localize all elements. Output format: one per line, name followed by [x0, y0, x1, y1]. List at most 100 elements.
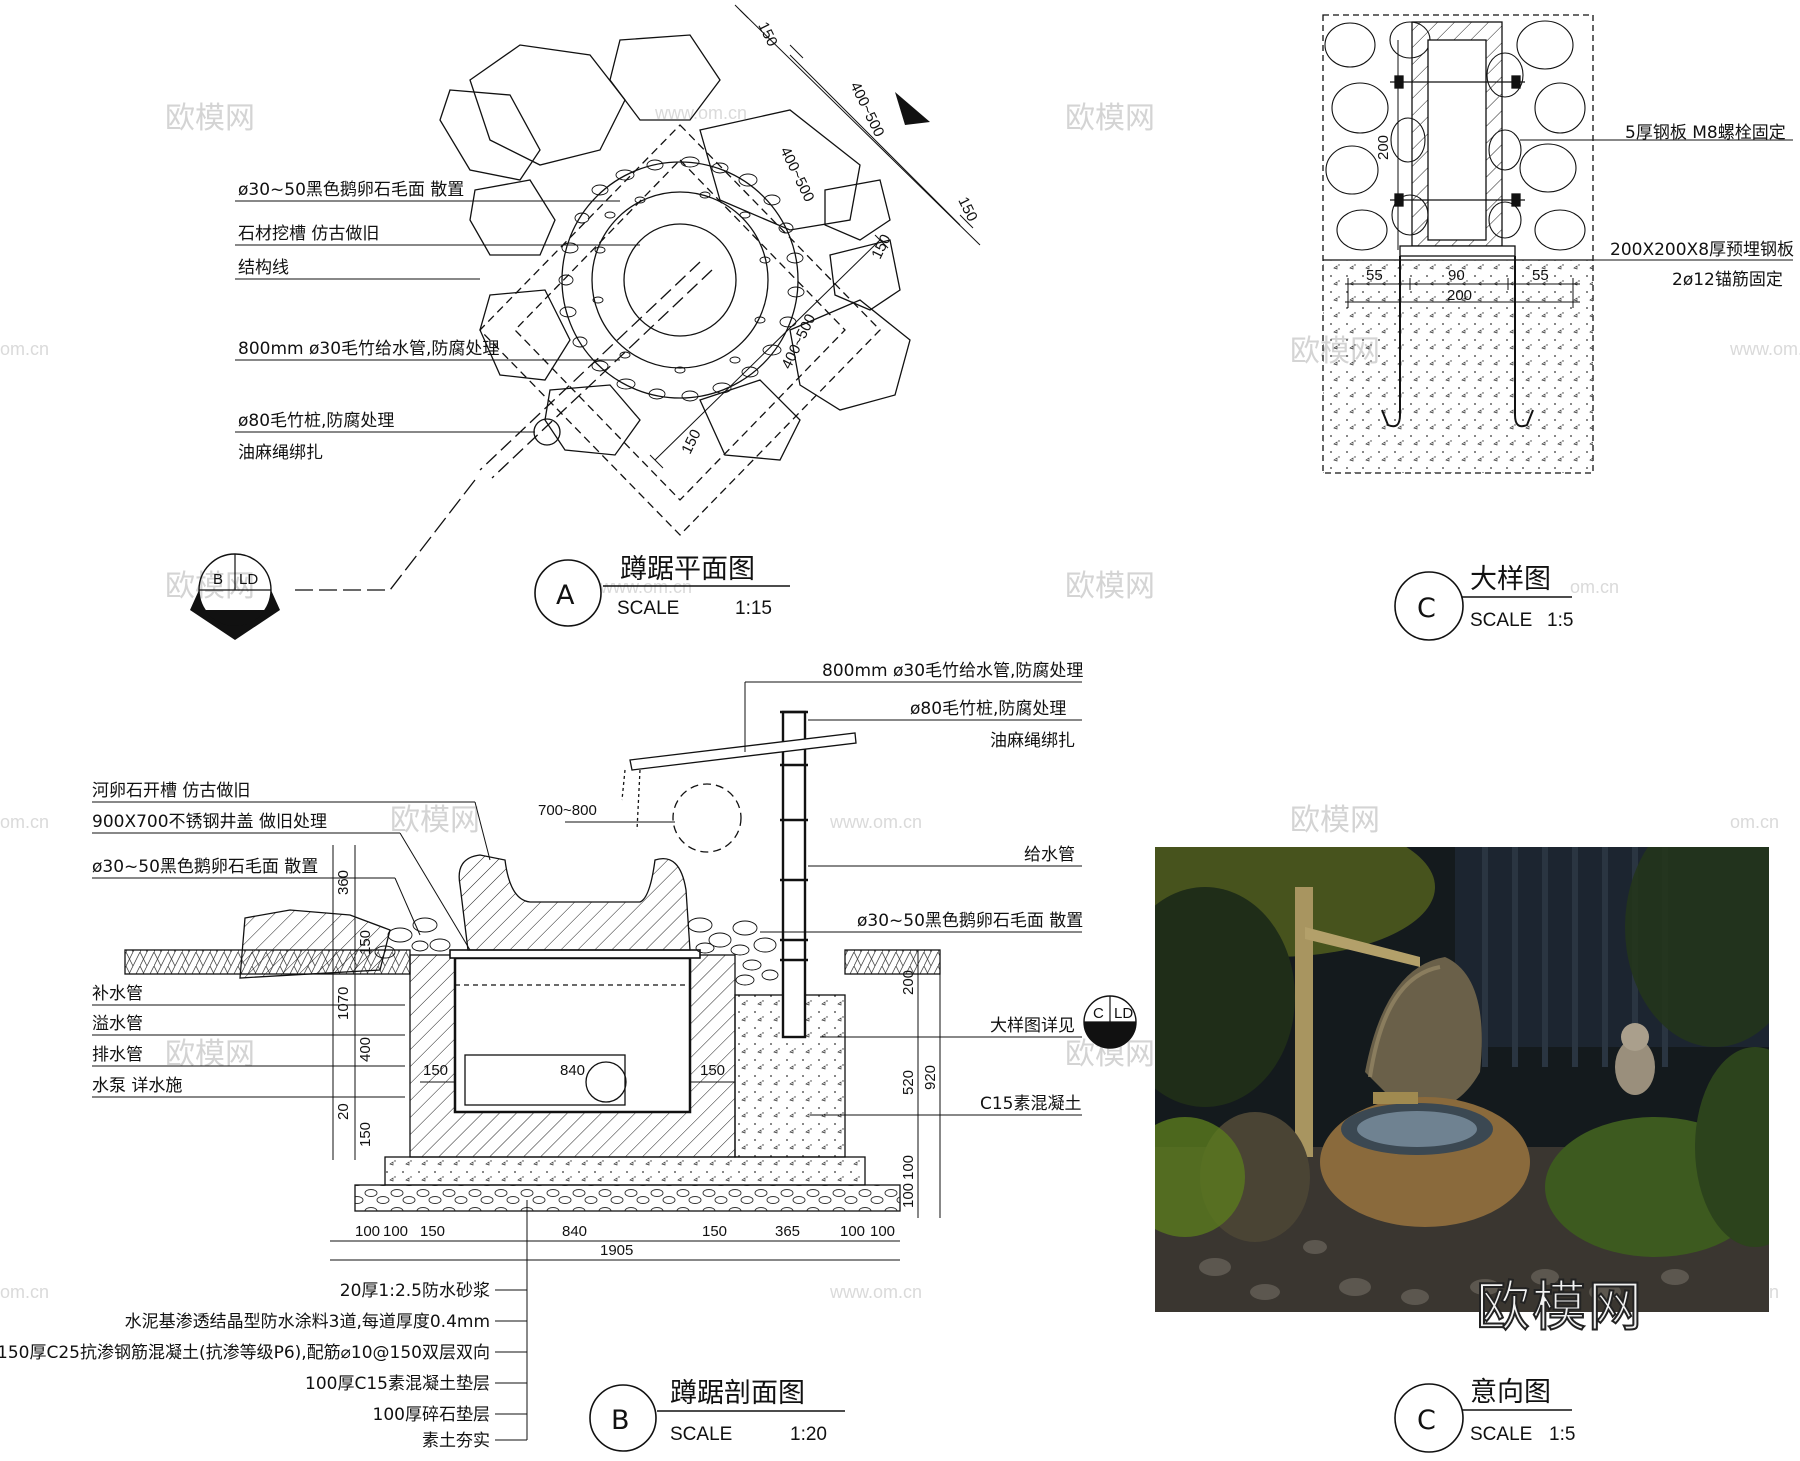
manhole-cover	[449, 949, 701, 959]
section-dimension-lines	[330, 821, 941, 1261]
label-hemp-rope: 油麻绳绑扎	[238, 443, 323, 463]
svg-text:SCALE: SCALE	[670, 1424, 732, 1445]
boulder	[699, 109, 861, 231]
label-bamboo-pipe: 800mm ø30毛竹给水管,防腐处理	[822, 661, 1083, 681]
title-c-photo: C 意向图 SCALE 1:5	[1394, 1377, 1575, 1453]
label-bamboo-pipe: 800mm ø30毛竹给水管,防腐处理	[238, 339, 499, 359]
svg-text:400~500: 400~500	[846, 79, 887, 139]
svg-text:150: 150	[754, 19, 780, 49]
anchor-bar	[1381, 256, 1401, 428]
embedded-plate	[1399, 245, 1516, 257]
svg-text:150: 150	[678, 427, 704, 457]
svg-text:B: B	[611, 1405, 630, 1436]
label-anchor: 2ø12锚筋固定	[1672, 270, 1783, 290]
title-c-detail: C 大样图 SCALE 1:5	[1394, 564, 1573, 641]
svg-text:蹲踞平面图: 蹲踞平面图	[620, 554, 755, 585]
watermark-site-short: om.cn	[1730, 812, 1779, 832]
boulder	[824, 179, 891, 241]
watermark-site: www.om.cn	[654, 103, 747, 123]
svg-text:400~500: 400~500	[778, 311, 819, 371]
label-manhole-cover: 900X700不锈钢井盖 做旧处理	[92, 812, 327, 832]
boulder	[544, 384, 641, 456]
watermark-logo: 欧模网	[165, 1037, 255, 1072]
rock-left	[239, 909, 391, 979]
svg-text:C: C	[1417, 1405, 1436, 1436]
watermarks: 欧模网 欧模网 欧模网 欧模网 欧模网 欧模网 欧模网 欧模网 欧模网 www.…	[0, 101, 1800, 1302]
svg-text:SCALE: SCALE	[617, 598, 679, 619]
svg-text:水泥基渗透结晶型防水涂料3道,每道厚度0.4mm: 水泥基渗透结晶型防水涂料3道,每道厚度0.4mm	[125, 1312, 490, 1332]
svg-text:1070: 1070	[335, 987, 352, 1020]
c15-cushion	[384, 1156, 866, 1186]
svg-text:700~800: 700~800	[538, 802, 597, 819]
svg-text:1:5: 1:5	[1549, 1424, 1575, 1445]
photo-illustration	[1155, 847, 1769, 1312]
title-b: B 蹲踞剖面图 SCALE 1:20	[589, 1378, 845, 1452]
watermark-site: www.om.cn	[829, 812, 922, 832]
watermark-logo: 欧模网	[165, 569, 255, 604]
label-c15-concrete: C15素混凝土	[980, 1094, 1082, 1114]
section-b-layer-labels: 20厚1:2.5防水砂浆 水泥基渗透结晶型防水涂料3道,每道厚度0.4mm 15…	[0, 1281, 490, 1451]
watermark-site: www.om.cn	[829, 1282, 922, 1302]
svg-text:大样图: 大样图	[1470, 564, 1551, 595]
gravel-layer	[354, 1184, 901, 1212]
dimension-lines	[649, 4, 981, 469]
svg-text:100: 100	[900, 1155, 917, 1180]
drain-pipe	[464, 1054, 626, 1106]
section-marker-b: B LD	[190, 553, 280, 640]
svg-text:100: 100	[900, 1183, 917, 1208]
label-bamboo-post: ø80毛竹桩,防腐处理	[238, 411, 394, 431]
svg-text:SCALE: SCALE	[1470, 1424, 1532, 1445]
svg-text:840: 840	[560, 1062, 585, 1079]
stones	[1324, 20, 1586, 251]
label-supply-pipe: 补水管	[92, 984, 143, 1004]
svg-text:100: 100	[840, 1223, 865, 1240]
svg-text:1:15: 1:15	[735, 598, 772, 619]
boulder	[609, 34, 721, 121]
svg-text:365: 365	[775, 1223, 800, 1240]
svg-text:100厚C15素混凝土垫层: 100厚C15素混凝土垫层	[305, 1374, 490, 1394]
label-cobbles: ø30~50黑色鹅卵石毛面 散置	[92, 857, 318, 877]
svg-text:素土夯实: 素土夯实	[422, 1431, 490, 1451]
svg-text:360: 360	[335, 870, 352, 895]
detail-c	[1322, 14, 1793, 474]
label-cobbles-right: ø30~50黑色鹅卵石毛面 散置	[857, 911, 1083, 931]
svg-text:400: 400	[357, 1037, 374, 1062]
plan-a-dim-text: 150 400~500 400~500 150 150 400~500 150	[678, 19, 980, 456]
svg-text:90: 90	[1448, 267, 1465, 284]
svg-text:150: 150	[423, 1062, 448, 1079]
svg-text:LD: LD	[239, 571, 258, 588]
label-stone-groove: 石材挖槽 仿古做旧	[238, 224, 379, 244]
svg-text:920: 920	[922, 1065, 939, 1090]
svg-text:C: C	[1417, 593, 1436, 624]
supply-bamboo-pipe	[629, 732, 857, 771]
plan-view-a	[290, 4, 981, 591]
svg-text:20: 20	[335, 1103, 352, 1120]
structure-outline	[479, 124, 881, 536]
label-water-supply: 给水管	[1024, 845, 1075, 865]
basin-inner-rim	[591, 191, 769, 369]
soil-right	[844, 949, 941, 975]
svg-text:20厚1:2.5防水砂浆: 20厚1:2.5防水砂浆	[340, 1281, 490, 1301]
svg-text:意向图: 意向图	[1470, 1377, 1551, 1408]
detail-callout	[672, 783, 742, 853]
svg-text:150: 150	[357, 1122, 374, 1147]
boulder	[469, 179, 556, 256]
watermark-site-short: om.cn	[0, 1282, 49, 1302]
svg-text:200: 200	[900, 970, 917, 995]
label-embedded-plate: 200X200X8厚预埋钢板	[1610, 240, 1794, 260]
boulder	[469, 44, 626, 166]
brand-logo: 欧模网	[1475, 1274, 1644, 1339]
label-overflow-pipe: 溢水管	[92, 1014, 143, 1034]
svg-text:A: A	[556, 580, 575, 611]
structure-line	[514, 159, 846, 501]
svg-text:200: 200	[1375, 135, 1392, 160]
watermark-logo: 欧模网	[1290, 803, 1380, 838]
watermark-site-short: om.cn	[1570, 577, 1619, 597]
svg-text:LD: LD	[1114, 1005, 1133, 1022]
section-leaders	[92, 681, 1082, 1441]
watermark-site-short: om.cn	[0, 339, 49, 359]
svg-text:520: 520	[900, 1070, 917, 1095]
plan-a-labels: ø30~50黑色鹅卵石毛面 散置 石材挖槽 仿古做旧 结构线 800mm ø30…	[238, 180, 499, 463]
boulder	[439, 89, 541, 181]
